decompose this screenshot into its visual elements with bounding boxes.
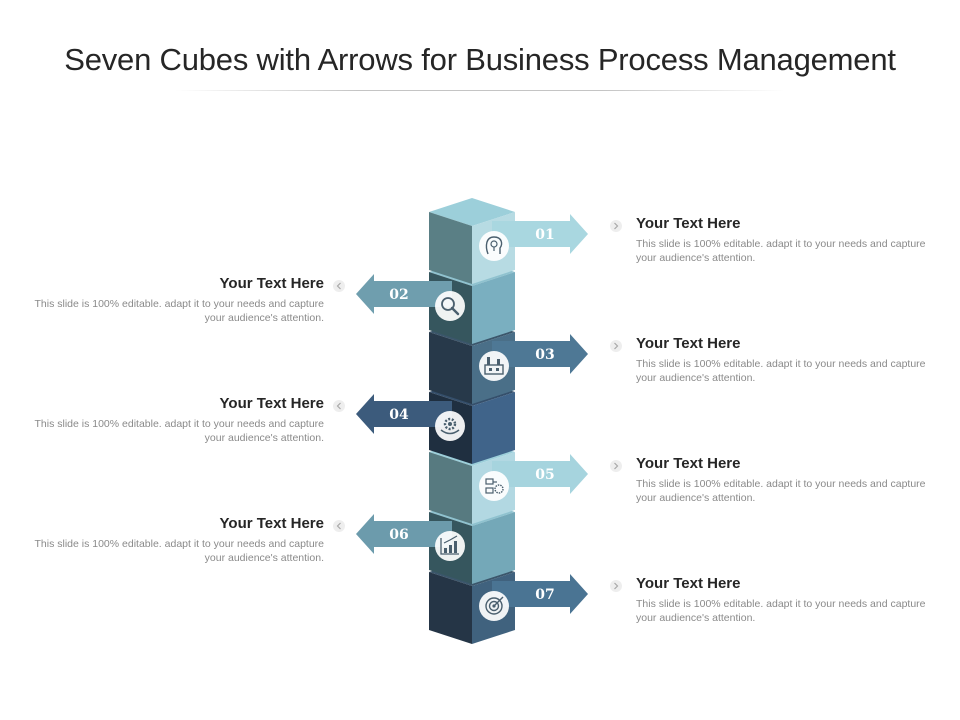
workflow-icon (479, 471, 509, 501)
step-number: 05 (535, 467, 554, 483)
arrow-shape (492, 574, 588, 614)
step-number: 03 (535, 347, 554, 363)
magnifier-icon (435, 291, 465, 321)
arrow-shape (492, 214, 588, 254)
cube-right-face (472, 512, 515, 584)
step-number: 01 (535, 227, 554, 243)
step-description: This slide is 100% editable. adapt it to… (636, 358, 926, 384)
slide-title: Seven Cubes with Arrows for Business Pro… (64, 42, 896, 77)
cube-left-face (429, 332, 472, 404)
step-description: This slide is 100% editable. adapt it to… (34, 538, 324, 564)
step-heading: Your Text Here (219, 395, 324, 412)
cube-right-face (472, 272, 515, 344)
step-heading: Your Text Here (219, 515, 324, 532)
step-heading: Your Text Here (636, 335, 741, 352)
arrow-shape (492, 334, 588, 374)
step-description: This slide is 100% editable. adapt it to… (636, 238, 926, 264)
step-arrow-04: 04 (356, 394, 452, 434)
arrow-shape (356, 274, 452, 314)
step-description: This slide is 100% editable. adapt it to… (636, 478, 926, 504)
growth-chart-icon (435, 531, 465, 561)
target-icon (479, 591, 509, 621)
arrow-shape (492, 454, 588, 494)
step-arrow-03: 03 (492, 334, 588, 374)
step-heading: Your Text Here (636, 455, 741, 472)
step-arrow-07: 07 (492, 574, 588, 614)
lightbulb-head-icon (479, 231, 509, 261)
arrow-shape (356, 394, 452, 434)
step-arrow-05: 05 (492, 454, 588, 494)
step-arrow-02: 02 (356, 274, 452, 314)
step-number: 06 (389, 527, 408, 543)
step-number: 07 (535, 587, 554, 603)
chevron-left-icon (333, 400, 345, 412)
cube-left-face (429, 212, 472, 284)
step-heading: Your Text Here (636, 575, 741, 592)
step-number: 02 (389, 287, 408, 303)
step-heading: Your Text Here (636, 215, 741, 232)
step-number: 04 (389, 407, 409, 423)
cube-right-face (472, 392, 515, 464)
step-description: This slide is 100% editable. adapt it to… (636, 598, 926, 624)
chevron-right-icon (610, 220, 622, 232)
chevron-right-icon (610, 460, 622, 472)
chevron-right-icon (610, 580, 622, 592)
step-arrow-01: 01 (492, 214, 588, 254)
step-heading: Your Text Here (219, 275, 324, 292)
arrow-shape (356, 514, 452, 554)
chevron-right-icon (610, 340, 622, 352)
cube-left-face (429, 452, 472, 524)
chevron-left-icon (333, 280, 345, 292)
factory-icon (479, 351, 509, 381)
step-arrow-06: 06 (356, 514, 452, 554)
cube-left-face (429, 572, 472, 644)
step-description: This slide is 100% editable. adapt it to… (34, 418, 324, 444)
chevron-left-icon (333, 520, 345, 532)
step-description: This slide is 100% editable. adapt it to… (34, 298, 324, 324)
title-divider (175, 90, 785, 91)
gear-hand-icon (435, 411, 465, 441)
